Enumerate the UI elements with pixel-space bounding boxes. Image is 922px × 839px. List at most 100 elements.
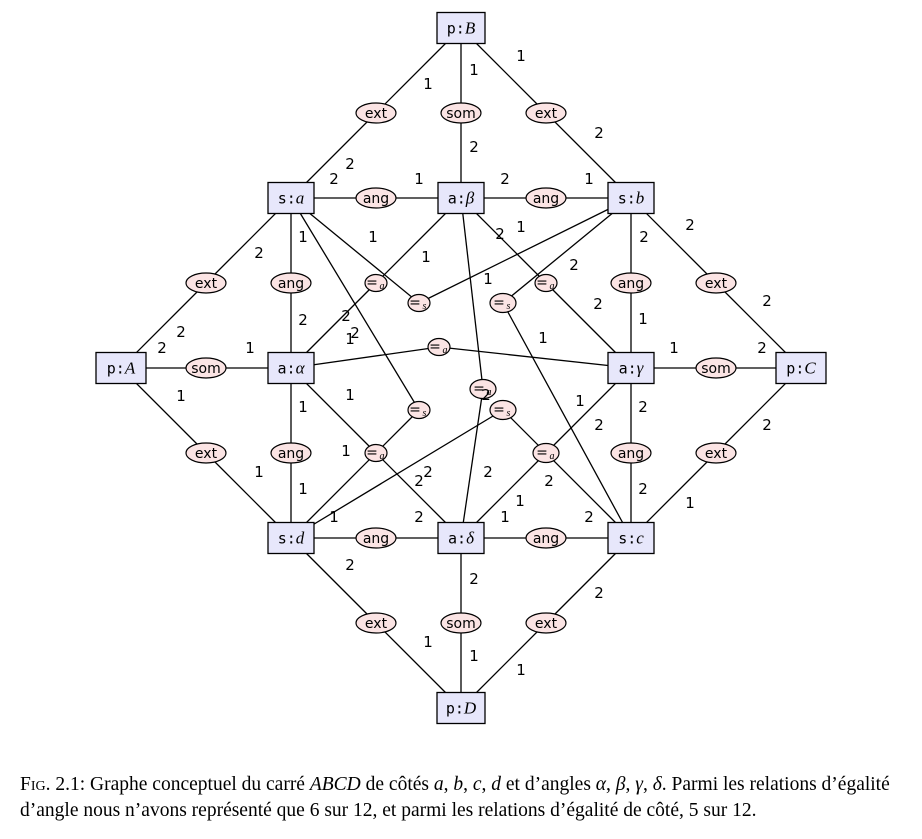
relation-node-r_ang_d_delta[interactable]: ang (355, 527, 397, 549)
relation-node-r_ext_A_a[interactable]: ext (185, 272, 227, 294)
caption-segment: . Parmi les relations d’égalité d’angle … (20, 774, 890, 821)
relation-subscript: s (423, 301, 427, 312)
relation-node-r_ang_a_beta[interactable]: ang (355, 187, 397, 209)
relation-node-r_eqa_beta_alpha[interactable]: =a (364, 273, 388, 293)
relation-ellipse (407, 293, 431, 313)
concept-label: p:D (446, 699, 477, 718)
edge-label: 2 (469, 570, 479, 588)
relation-node-r_ang_alpha_d[interactable]: ang (270, 442, 312, 464)
edge-label: 1 (516, 661, 526, 679)
relation-subscript: a (550, 281, 555, 292)
concept-node-sb[interactable]: s:b (607, 181, 655, 215)
relation-node-r_eqa_gamma_delta[interactable]: =a (532, 442, 560, 464)
relation-node-r_ang_gamma_c[interactable]: ang (610, 442, 652, 464)
relation-ellipse (695, 272, 737, 294)
edge-label: 1 (469, 647, 479, 665)
relation-label: som (191, 361, 221, 377)
concept-node-pB[interactable]: p:B (436, 11, 486, 45)
concept-colon: : (457, 190, 466, 208)
concept-referent: γ (637, 359, 645, 378)
concept-referent: a (296, 189, 305, 208)
relation-node-r_ang_b_gamma[interactable]: ang (610, 272, 652, 294)
caption-math: δ (652, 774, 662, 795)
relation-node-r_ext_A_d[interactable]: ext (185, 442, 227, 464)
relation-node-r_eqa_alpha_gamma[interactable]: =a (427, 337, 451, 357)
concept-referent: C (804, 359, 816, 378)
edge-r_eqa_beta_delta-adelta (460, 388, 484, 539)
caption-segment: , (481, 774, 492, 795)
edge-r_eqs_b_c-sc (502, 302, 632, 539)
concept-node-sd[interactable]: s:d (267, 521, 315, 555)
relation-ellipse (610, 442, 652, 464)
caption-math: β (615, 774, 626, 795)
relation-node-r_eqa_alpha_delta[interactable]: =a (364, 443, 388, 463)
concept-type: a (278, 360, 287, 378)
relation-node-r_eqs_b_c[interactable]: =s (489, 292, 517, 314)
relation-ellipse (489, 399, 517, 421)
relation-node-r_ang_a_alpha[interactable]: ang (270, 272, 312, 294)
concept-colon: : (627, 190, 636, 208)
edge-r_eqs_a_b-sb (418, 197, 632, 304)
relation-label: = (366, 445, 378, 461)
concept-colon: : (287, 360, 296, 378)
edge-label: 2 (414, 472, 424, 490)
relation-node-r_ang_delta_c[interactable]: ang (525, 527, 567, 549)
relation-ellipse (364, 443, 388, 463)
concept-node-adelta[interactable]: a:δ (437, 521, 485, 555)
relation-ellipse (525, 612, 567, 634)
concept-colon: : (628, 360, 637, 378)
relation-node-r_som_D[interactable]: som (440, 612, 482, 634)
relation-node-r_ext_D_c[interactable]: ext (525, 612, 567, 634)
concept-node-pD[interactable]: p:D (436, 691, 486, 725)
concept-type: a (448, 530, 457, 548)
relation-node-r_eqa_beta_gamma[interactable]: =a (534, 273, 558, 293)
caption-segment: , (625, 774, 636, 795)
relation-node-r_eqs_a_b[interactable]: =s (407, 293, 431, 313)
relation-node-r_ang_beta_b[interactable]: ang (525, 187, 567, 209)
relation-node-r_ext_C_b[interactable]: ext (695, 272, 737, 294)
relation-node-r_eqs_d_c[interactable]: =s (489, 399, 517, 421)
caption-math: c (472, 774, 482, 795)
edge-sa-r_eqs_a_d (290, 197, 420, 411)
relation-ellipse (355, 102, 397, 124)
relation-node-r_eqs_a_d[interactable]: =s (407, 400, 431, 420)
edge-label: 1 (500, 508, 510, 526)
relation-label: ang (278, 446, 304, 462)
relation-node-r_som_A[interactable]: som (185, 357, 227, 379)
concept-node-agamma[interactable]: a:γ (607, 351, 655, 385)
caption-math: ABCD (309, 774, 361, 795)
concept-label: a:γ (619, 359, 645, 378)
concept-label: s:c (618, 529, 644, 548)
edge-label: 2 (544, 472, 554, 490)
relation-node-r_ext_B_b[interactable]: ext (525, 102, 567, 124)
relation-node-r_eqa_beta_delta[interactable]: =a (469, 378, 497, 400)
concept-node-sc[interactable]: s:c (607, 521, 655, 555)
caption-math: a (433, 774, 444, 795)
concept-type: p (107, 360, 116, 378)
concept-node-pC[interactable]: p:C (775, 351, 827, 385)
concept-node-pA[interactable]: p:A (95, 351, 147, 385)
concept-node-aalpha[interactable]: a:α (267, 351, 315, 385)
concept-referent: α (296, 359, 306, 378)
edge-label: 1 (414, 170, 424, 188)
relation-node-r_ext_B_a[interactable]: ext (355, 102, 397, 124)
concept-box (267, 181, 315, 215)
edge-label: 1 (423, 75, 433, 93)
edge-label: 1 (254, 463, 264, 481)
edge-label: 1 (516, 218, 526, 236)
relation-node-r_som_C[interactable]: som (695, 357, 737, 379)
relation-node-r_ext_D_d[interactable]: ext (355, 612, 397, 634)
concept-colon: : (795, 360, 804, 378)
concept-node-abeta[interactable]: a:β (437, 181, 485, 215)
relation-ellipse (355, 612, 397, 634)
concept-node-sa[interactable]: s:a (267, 181, 315, 215)
relation-node-r_som_B[interactable]: som (440, 102, 482, 124)
edge-label: 2 (341, 307, 351, 325)
concept-label: p:C (786, 359, 816, 378)
edge-label: 2 (500, 170, 510, 188)
edge-label: 2 (639, 228, 649, 246)
relation-subscript: s (507, 408, 511, 419)
concept-box (437, 521, 485, 555)
relation-node-r_ext_C_c[interactable]: ext (695, 442, 737, 464)
